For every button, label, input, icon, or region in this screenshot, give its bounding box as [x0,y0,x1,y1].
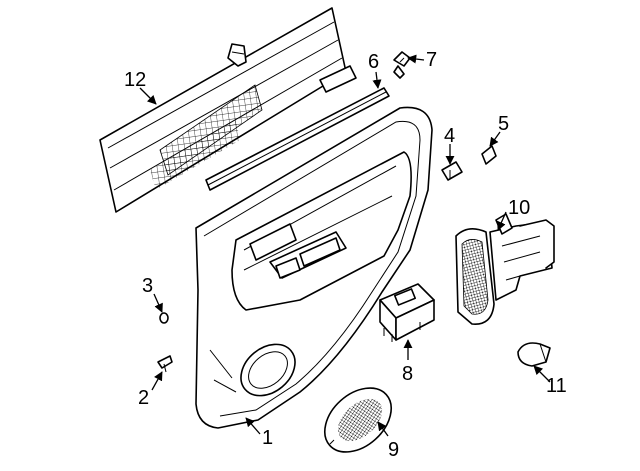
callout-11: 11 [546,375,567,397]
callout-5: 5 [498,113,509,135]
part-4-screw [441,161,463,181]
part-6-weatherstrip [205,87,390,191]
callout-9: 9 [388,439,399,461]
part-2-clip [157,355,173,373]
part-8-window-switch [379,283,435,342]
callout-12: 12 [124,69,146,91]
callout-8: 8 [402,363,413,385]
callout-4: 4 [444,125,455,147]
callout-3: 3 [142,275,153,297]
leader-lines [139,54,551,437]
part-5-cap [481,145,497,165]
part-11-bulb [517,342,551,367]
callout-2: 2 [138,387,149,409]
part-7-clip [393,51,411,79]
part-12-sunshade [99,7,357,213]
callout-labels: 1 2 3 4 5 6 7 8 9 10 11 12 [124,49,567,461]
callout-7: 7 [426,49,437,71]
part-9-speaker-grille [324,387,392,453]
part-1-door-trim-panel [195,106,433,429]
callout-6: 6 [368,51,379,73]
part-10-courtesy-lamp [455,213,555,325]
part-3-clip [159,312,169,324]
callout-1: 1 [262,427,273,449]
callout-10: 10 [508,197,530,219]
